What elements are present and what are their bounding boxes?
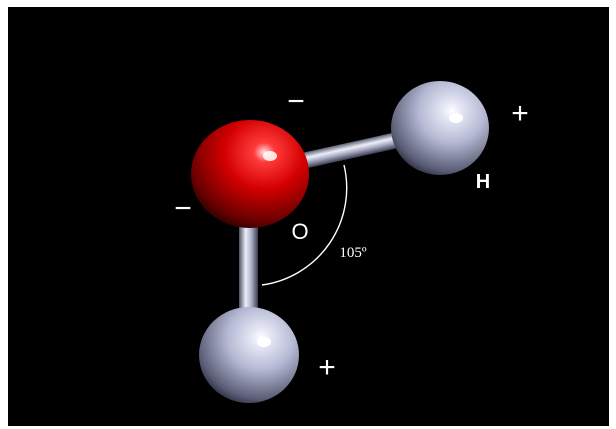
oxygen-label: O bbox=[291, 219, 308, 244]
atom-hydrogen-bottom-highlight bbox=[257, 337, 271, 347]
atom-oxygen-highlight bbox=[263, 151, 277, 161]
hydrogen-label: H bbox=[476, 171, 490, 193]
background bbox=[8, 7, 609, 426]
hydrogen-bottom-charge: + bbox=[318, 351, 336, 384]
oxygen-charge-left: − bbox=[174, 192, 192, 225]
atom-hydrogen-bottom bbox=[199, 307, 299, 403]
hydrogen-right-charge: + bbox=[511, 97, 529, 130]
atom-hydrogen-right bbox=[391, 81, 489, 175]
oxygen-charge-top: − bbox=[287, 85, 305, 118]
bond-angle-label: 105º bbox=[339, 245, 367, 261]
bond-angle-arc bbox=[261, 164, 348, 286]
atom-oxygen bbox=[191, 120, 309, 228]
atom-hydrogen-right-highlight bbox=[449, 113, 463, 123]
